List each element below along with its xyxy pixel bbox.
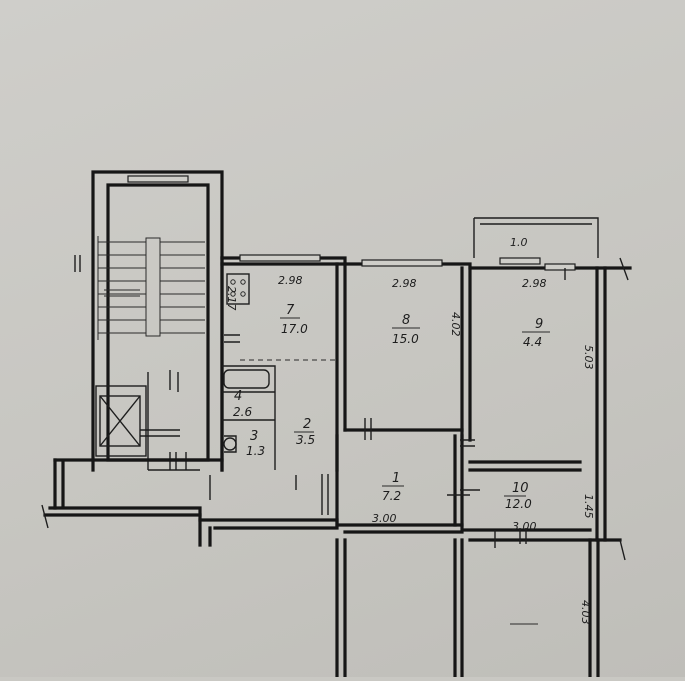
windows <box>239 254 576 271</box>
room-3-number: 3 <box>250 429 258 444</box>
dim-kitchen-small: 2.17 <box>225 286 238 311</box>
room-8-area: 4.4 <box>523 335 542 349</box>
room-2-area: 3.5 <box>296 433 315 447</box>
room-6-area: 17.0 <box>281 322 308 336</box>
dim-room9-width: 3.00 <box>512 520 537 533</box>
balcony <box>473 217 599 265</box>
bathroom-block <box>209 273 335 515</box>
dim-balcony-width: 1.0 <box>510 236 528 249</box>
room-4-area: 2.6 <box>233 405 252 419</box>
dim-room7-depth: 4.02 <box>449 312 462 337</box>
room-1-number: 1 <box>392 471 400 486</box>
room-6-number: 7 <box>286 303 295 318</box>
room-2-number: 2 <box>303 417 311 432</box>
room-1-area: 7.2 <box>382 489 401 503</box>
dim-room9-depth: 1.45 <box>582 494 595 519</box>
dimension-labels: 2.98 2.98 2.98 1.0 3.00 3.00 4.02 5.03 1… <box>225 236 595 625</box>
apartment-walls <box>41 256 632 679</box>
dim-room8-width: 2.98 <box>522 277 547 290</box>
room-4-number: 4 <box>234 389 242 404</box>
dim-room8-depth: 5.03 <box>582 345 595 370</box>
dim-kitchen-width: 2.98 <box>278 274 303 287</box>
dim-room10-depth: 4.03 <box>579 600 592 625</box>
room-7-number: 8 <box>402 313 410 328</box>
door-marks <box>364 268 566 548</box>
room-labels: 7 17.0 8 15.0 9 4.4 4 2.6 2 3.5 3 1.3 1 … <box>233 303 550 625</box>
dim-room7-width: 2.98 <box>392 277 417 290</box>
room-9-area: 12.0 <box>505 497 532 511</box>
room-9-number: 10 <box>512 481 529 496</box>
elevator-shaft <box>95 385 147 457</box>
room-3-area: 1.3 <box>246 444 265 458</box>
room-8-number: 9 <box>535 317 543 332</box>
stairwell <box>74 170 224 472</box>
room-7-area: 15.0 <box>392 332 419 346</box>
dim-corridor-width: 3.00 <box>372 512 397 525</box>
